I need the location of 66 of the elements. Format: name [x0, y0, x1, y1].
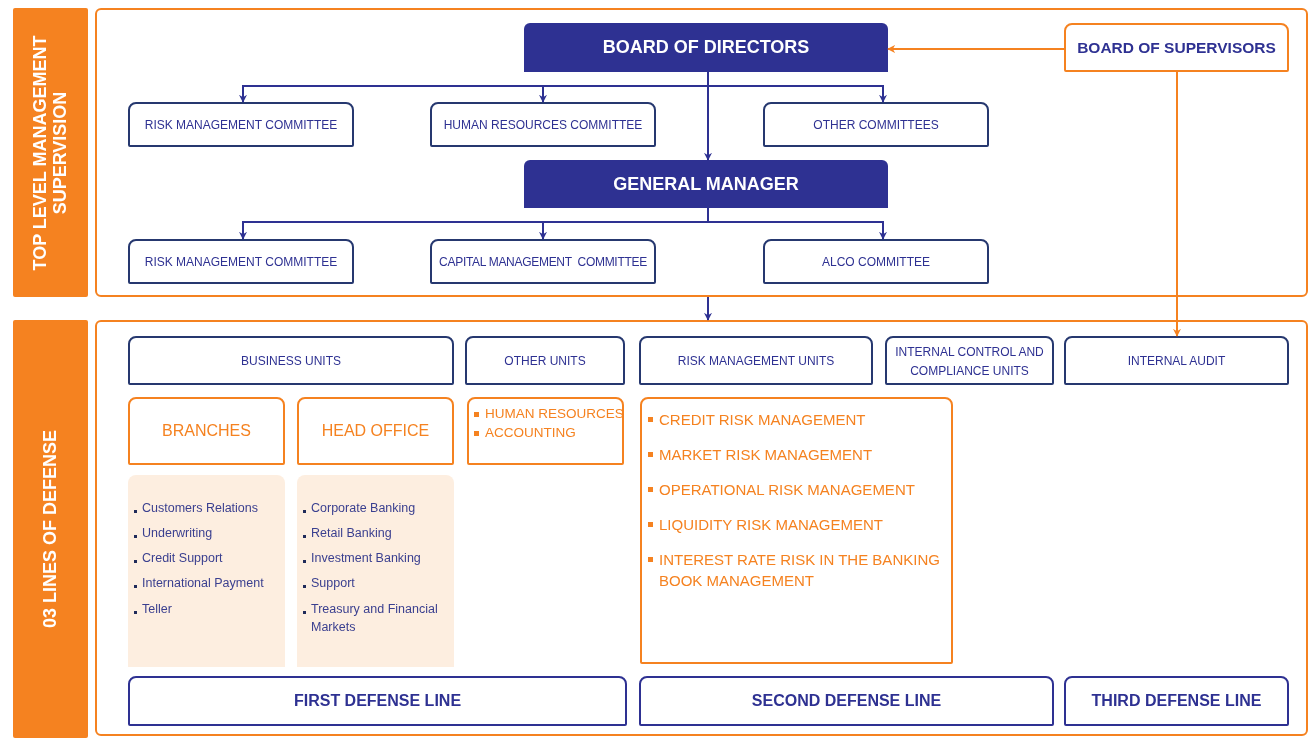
list-item: INTEREST RATE RISK IN THE BANKING BOOK MANAGEMENT: [659, 550, 941, 591]
list-item: ACCOUNTING: [485, 423, 576, 442]
unit-box: [465, 336, 625, 385]
box-label: BRANCHES: [162, 422, 251, 439]
unit-box: [639, 336, 873, 385]
section-title: 03 LINES OF DEFENSE: [40, 429, 61, 631]
list-item: Treasury and Financial Markets: [311, 600, 439, 636]
unit-box: [763, 239, 989, 284]
box-label: SECOND DEFENSE LINE: [751, 692, 942, 709]
box-label: RISK MANAGEMENT COMMITTEE: [144, 255, 338, 270]
list-item: MARKET RISK MANAGEMENT: [659, 445, 873, 465]
list-item: Investment Banking: [311, 550, 421, 568]
connector-arrow: [887, 45, 1065, 53]
list-item: LIQUIDITY RISK MANAGEMENT: [659, 515, 883, 535]
box-label: BOARD OF SUPERVISORS: [1077, 38, 1276, 56]
list-item: HUMAN RESOURCES: [485, 405, 624, 423]
unit-box: [763, 102, 989, 147]
connector-arrow: [704, 296, 712, 321]
section-title: TOP LEVEL MANAGEMENT SUPERVISION: [30, 34, 71, 273]
box-label: HEAD OFFICE: [321, 422, 430, 439]
box-label: GENERAL MANAGER: [613, 173, 799, 194]
box-label: BOARD OF DIRECTORS: [602, 37, 810, 57]
list-item: Support: [311, 575, 355, 593]
list-item: Underwriting: [142, 525, 213, 543]
section-tab: [13, 320, 88, 738]
box-label: HUMAN RESOURCES COMMITTEE: [443, 118, 643, 133]
list-item: Retail Banking: [311, 525, 392, 543]
department-box: [297, 397, 454, 465]
connector-arrow: [1173, 71, 1181, 337]
unit-box: [128, 239, 354, 284]
function-list-box: [467, 397, 624, 465]
list-item: Teller: [142, 600, 172, 618]
box-label: CAPITAL MANAGEMENT COMMITTEE: [439, 255, 647, 270]
unit-box: [430, 239, 656, 284]
box-label: INTERNAL AUDIT: [1127, 354, 1226, 369]
unit-box: [128, 102, 354, 147]
subunit-list-panel: [128, 475, 285, 667]
section-tab: [13, 8, 88, 297]
box-label: THIRD DEFENSE LINE: [1091, 692, 1262, 709]
box-label: INTERNAL CONTROL AND COMPLIANCE UNITS: [895, 345, 1044, 378]
header-box: [524, 160, 888, 208]
box-label: RISK MANAGEMENT COMMITTEE: [144, 118, 338, 133]
box-label: OTHER COMMITTEES: [813, 118, 939, 133]
list-item: Corporate Banking: [311, 500, 416, 517]
list-item: CREDIT RISK MANAGEMENT: [659, 410, 866, 430]
box-label: BUSINESS UNITS: [241, 354, 341, 369]
department-box: [128, 397, 285, 465]
header-box: [524, 23, 888, 72]
section-panel: [95, 8, 1308, 297]
list-item: Customers Relations: [142, 500, 258, 517]
list-item: Credit Support: [142, 550, 223, 568]
box-label: FIRST DEFENSE LINE: [293, 692, 462, 709]
box-label: RISK MANAGEMENT UNITS: [677, 354, 835, 369]
unit-box: [128, 336, 454, 385]
unit-box: [1064, 336, 1289, 385]
function-list-box: [640, 397, 953, 664]
list-item: International Payment: [142, 575, 264, 593]
box-label: OTHER UNITS: [504, 354, 586, 369]
unit-box: [430, 102, 656, 147]
list-item: OPERATIONAL RISK MANAGEMENT: [659, 480, 915, 500]
section-panel: [95, 320, 1308, 736]
unit-box: [885, 336, 1054, 385]
subunit-list-panel: [297, 475, 454, 667]
supervisor-box: [1064, 23, 1289, 72]
box-label: ALCO COMMITTEE: [822, 255, 930, 270]
connector-arrow: [704, 71, 712, 161]
